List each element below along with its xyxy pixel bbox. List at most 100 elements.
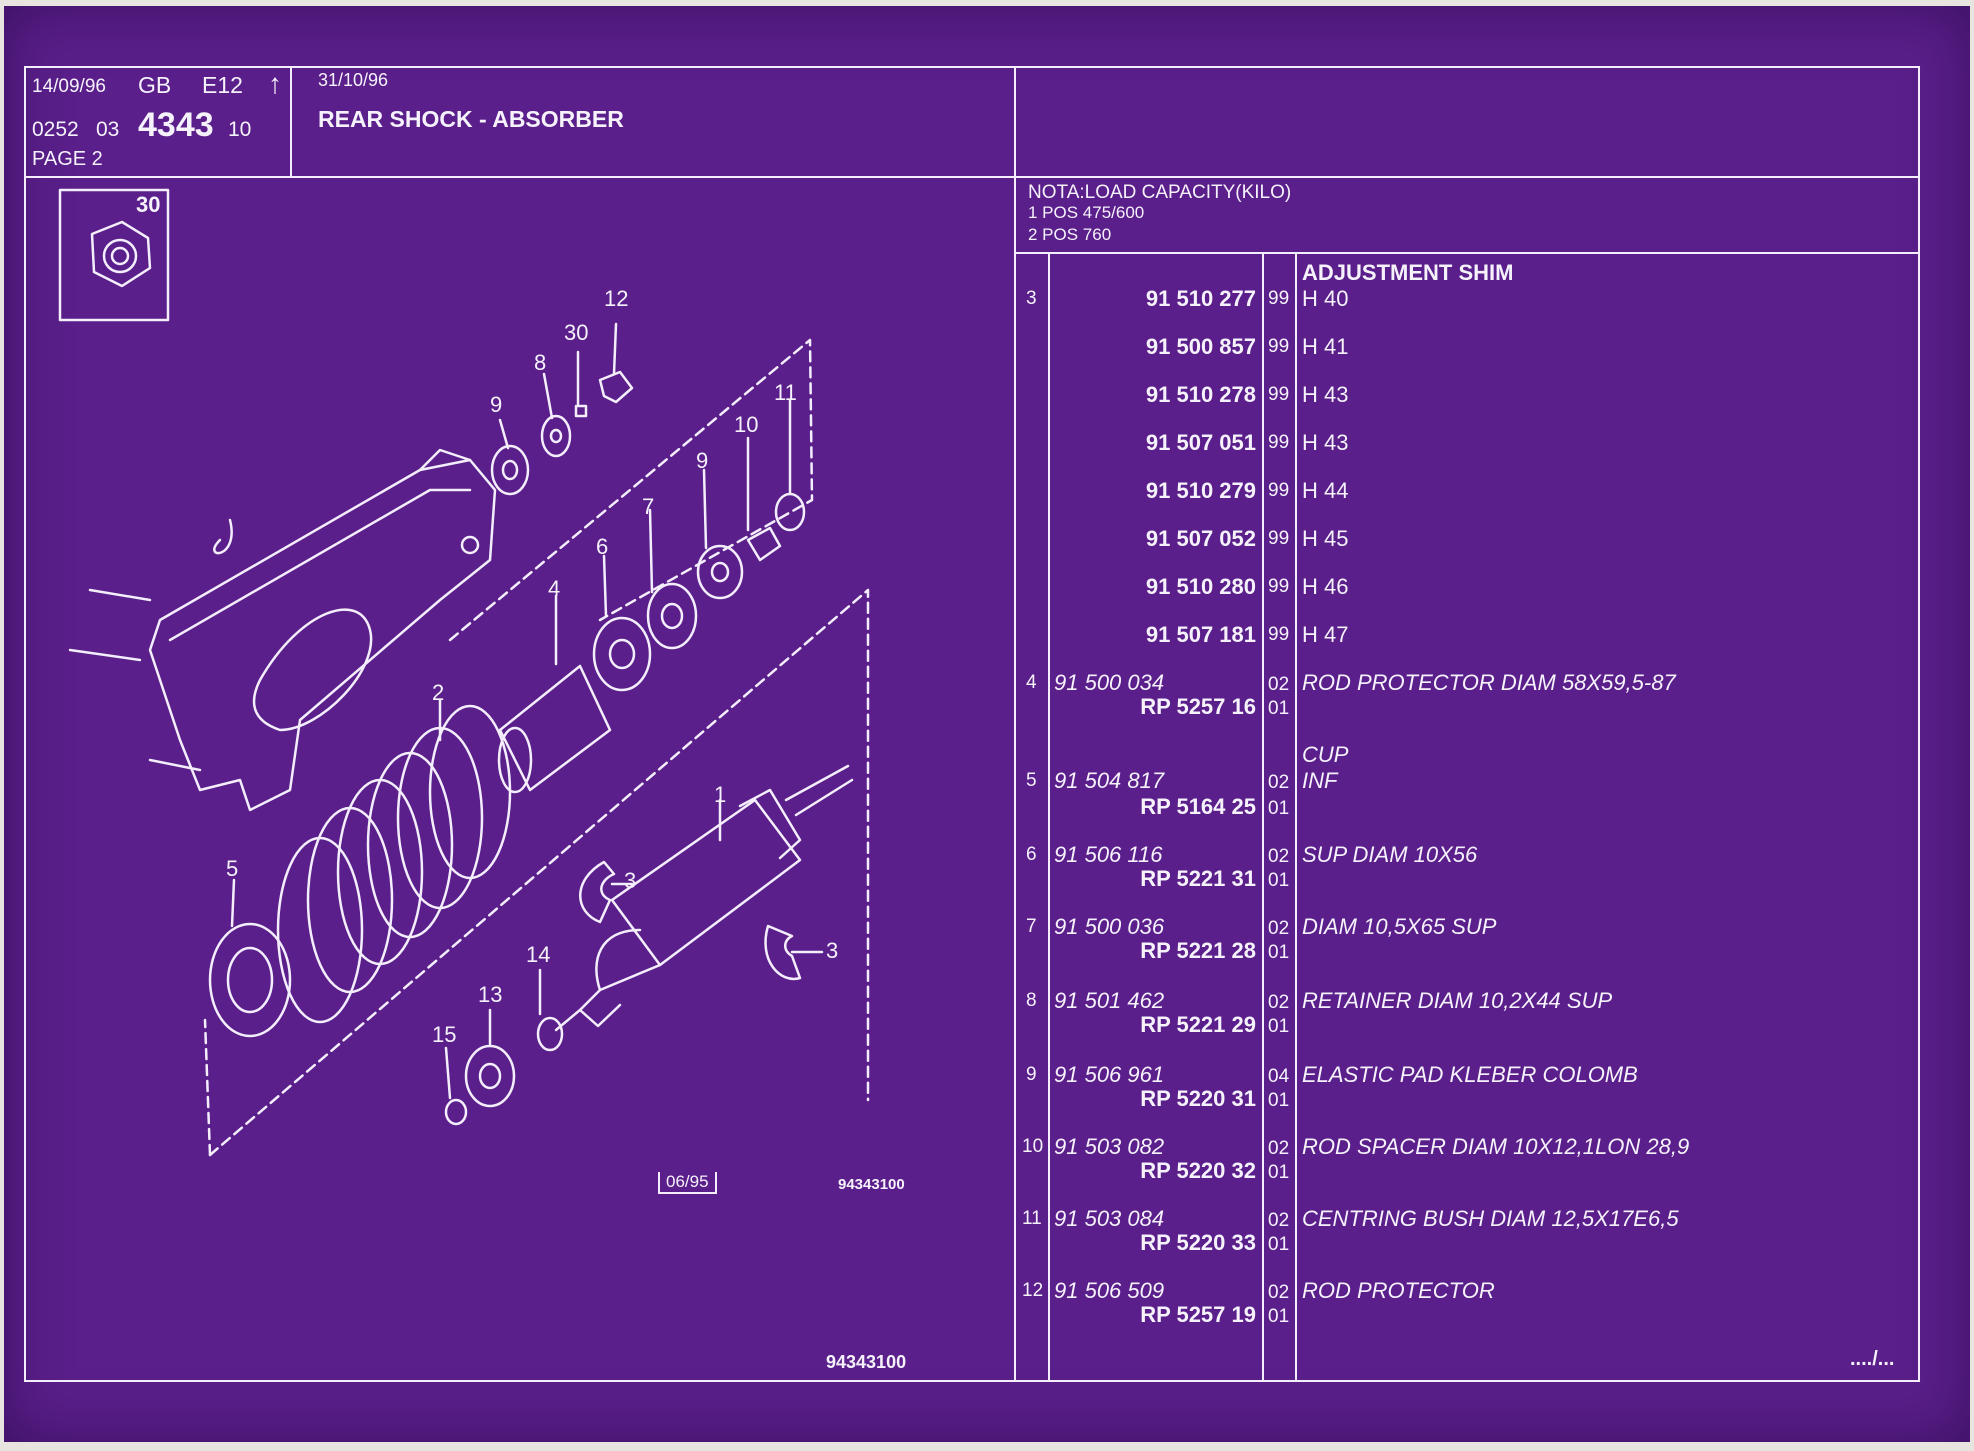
quantity-code: 02 bbox=[1268, 772, 1290, 793]
quantity-code: 99 bbox=[1268, 624, 1290, 645]
part-number: 91 507 181 bbox=[1145, 622, 1256, 647]
quantity-code: 99 bbox=[1268, 576, 1290, 597]
quantity-code: 02 bbox=[1268, 846, 1290, 867]
callout-label: 14 bbox=[526, 942, 551, 967]
header-page: PAGE 2 bbox=[32, 148, 103, 170]
quantity-code: 02 bbox=[1268, 1210, 1290, 1231]
rp-number: RP 5221 28 bbox=[1140, 938, 1256, 963]
drawing-date-stamp: 06/95 bbox=[658, 1172, 717, 1194]
part-description: H 45 bbox=[1302, 526, 1349, 551]
inset-callout: 30 bbox=[136, 192, 161, 217]
part-number: 91 506 509 bbox=[1054, 1278, 1165, 1303]
header-ref-main: 4343 bbox=[138, 106, 214, 144]
part-description: H 47 bbox=[1302, 622, 1349, 647]
callout-label: 1 bbox=[714, 782, 727, 807]
drawing-ref-bottom: 94343100 bbox=[826, 1352, 907, 1372]
position-number: 10 bbox=[1022, 1136, 1044, 1157]
note-line: 2 POS 760 bbox=[1028, 225, 1112, 244]
divider bbox=[1014, 66, 1016, 1382]
header-ref-b: 03 bbox=[96, 118, 120, 141]
exploded-view-drawing bbox=[58, 188, 870, 1157]
callout-label: 15 bbox=[432, 1022, 457, 1047]
quantity-code: 99 bbox=[1268, 480, 1290, 501]
divider bbox=[290, 66, 292, 178]
part-description: CENTRING BUSH DIAM 12,5X17E6,5 bbox=[1302, 1206, 1679, 1231]
position-number: 5 bbox=[1026, 770, 1037, 791]
position-number: 9 bbox=[1026, 1064, 1037, 1085]
quantity-code: 99 bbox=[1268, 288, 1290, 309]
part-description: H 41 bbox=[1302, 334, 1349, 359]
quantity-code: 01 bbox=[1268, 870, 1290, 891]
position-number: 12 bbox=[1022, 1280, 1044, 1301]
callout-label: 7 bbox=[642, 494, 655, 519]
part-number: 91 503 082 bbox=[1054, 1134, 1165, 1159]
part-description: RETAINER DIAM 10,2X44 SUP bbox=[1302, 988, 1613, 1013]
quantity-code: 01 bbox=[1268, 1090, 1290, 1111]
callout-label: 2 bbox=[432, 680, 445, 705]
callout-label: 6 bbox=[596, 534, 609, 559]
quantity-code: 99 bbox=[1268, 432, 1290, 453]
rp-number: RP 5164 25 bbox=[1140, 794, 1256, 819]
part-number: 91 506 961 bbox=[1054, 1062, 1165, 1087]
part-number: 91 503 084 bbox=[1054, 1206, 1165, 1231]
callout-label: 11 bbox=[774, 380, 797, 405]
part-number: 91 500 857 bbox=[1145, 334, 1256, 359]
sheet-frame bbox=[24, 66, 1920, 1382]
part-description: DIAM 10,5X65 SUP bbox=[1302, 914, 1497, 939]
up-arrow-icon: ↑ bbox=[268, 68, 282, 99]
rp-number: RP 5257 19 bbox=[1140, 1302, 1256, 1327]
part-description: ROD PROTECTOR DIAM 58X59,5-87 bbox=[1302, 670, 1676, 695]
divider bbox=[1014, 252, 1920, 254]
part-number: 91 506 116 bbox=[1054, 842, 1163, 867]
divider bbox=[1295, 252, 1297, 1382]
section-heading: ADJUSTMENT SHIM bbox=[1302, 260, 1514, 285]
part-description: SUP DIAM 10X56 bbox=[1302, 842, 1478, 867]
quantity-code: 99 bbox=[1268, 384, 1290, 405]
rp-number: RP 5220 31 bbox=[1140, 1086, 1256, 1111]
callout-label: 13 bbox=[478, 982, 503, 1007]
part-description: H 40 bbox=[1302, 286, 1349, 311]
quantity-code: 01 bbox=[1268, 1234, 1290, 1255]
quantity-code: 99 bbox=[1268, 528, 1290, 549]
part-description: H 43 bbox=[1302, 430, 1349, 455]
header-language: GB bbox=[138, 72, 172, 98]
part-number: 91 510 278 bbox=[1145, 382, 1256, 407]
part-description: INF bbox=[1302, 768, 1338, 793]
rp-number: RP 5221 29 bbox=[1140, 1012, 1256, 1037]
header-edition: E12 bbox=[202, 72, 243, 98]
header-revision-date: 31/10/96 bbox=[318, 70, 389, 90]
callout-label: 8 bbox=[534, 350, 547, 375]
part-description: CUP bbox=[1302, 742, 1349, 767]
quantity-code: 04 bbox=[1268, 1066, 1290, 1087]
drawing-ref: 94343100 bbox=[838, 1176, 905, 1193]
callout-label: 5 bbox=[226, 856, 239, 881]
quantity-code: 99 bbox=[1268, 336, 1290, 357]
part-description: ROD SPACER DIAM 10X12,1LON 28,9 bbox=[1302, 1134, 1690, 1159]
rp-number: RP 5221 31 bbox=[1140, 866, 1256, 891]
note-line: NOTA:LOAD CAPACITY(KILO) bbox=[1028, 182, 1292, 203]
position-number: 6 bbox=[1026, 844, 1037, 865]
quantity-code: 01 bbox=[1268, 1016, 1290, 1037]
quantity-code: 01 bbox=[1268, 1162, 1290, 1183]
header-ref-c: 10 bbox=[228, 118, 252, 141]
callout-label: 3 bbox=[624, 868, 637, 893]
callout-label: 3 bbox=[826, 938, 839, 963]
rp-number: RP 5220 32 bbox=[1140, 1158, 1256, 1183]
position-number: 11 bbox=[1022, 1208, 1042, 1229]
note-line: 1 POS 475/600 bbox=[1028, 203, 1145, 222]
position-number: 7 bbox=[1026, 916, 1037, 937]
part-description: H 46 bbox=[1302, 574, 1349, 599]
quantity-code: 02 bbox=[1268, 674, 1290, 695]
part-number: 91 504 817 bbox=[1054, 768, 1165, 793]
callout-label: 4 bbox=[548, 576, 561, 601]
quantity-code: 02 bbox=[1268, 992, 1290, 1013]
rp-number: RP 5220 33 bbox=[1140, 1230, 1256, 1255]
part-number: 91 500 034 bbox=[1054, 670, 1165, 695]
callout-label: 30 bbox=[564, 320, 589, 345]
divider bbox=[24, 176, 1920, 178]
part-number: 91 510 280 bbox=[1145, 574, 1256, 599]
callout-label: 9 bbox=[490, 392, 503, 417]
quantity-code: 02 bbox=[1268, 1282, 1290, 1303]
header-ref-a: 0252 bbox=[32, 118, 79, 141]
quantity-code: 01 bbox=[1268, 1306, 1290, 1327]
